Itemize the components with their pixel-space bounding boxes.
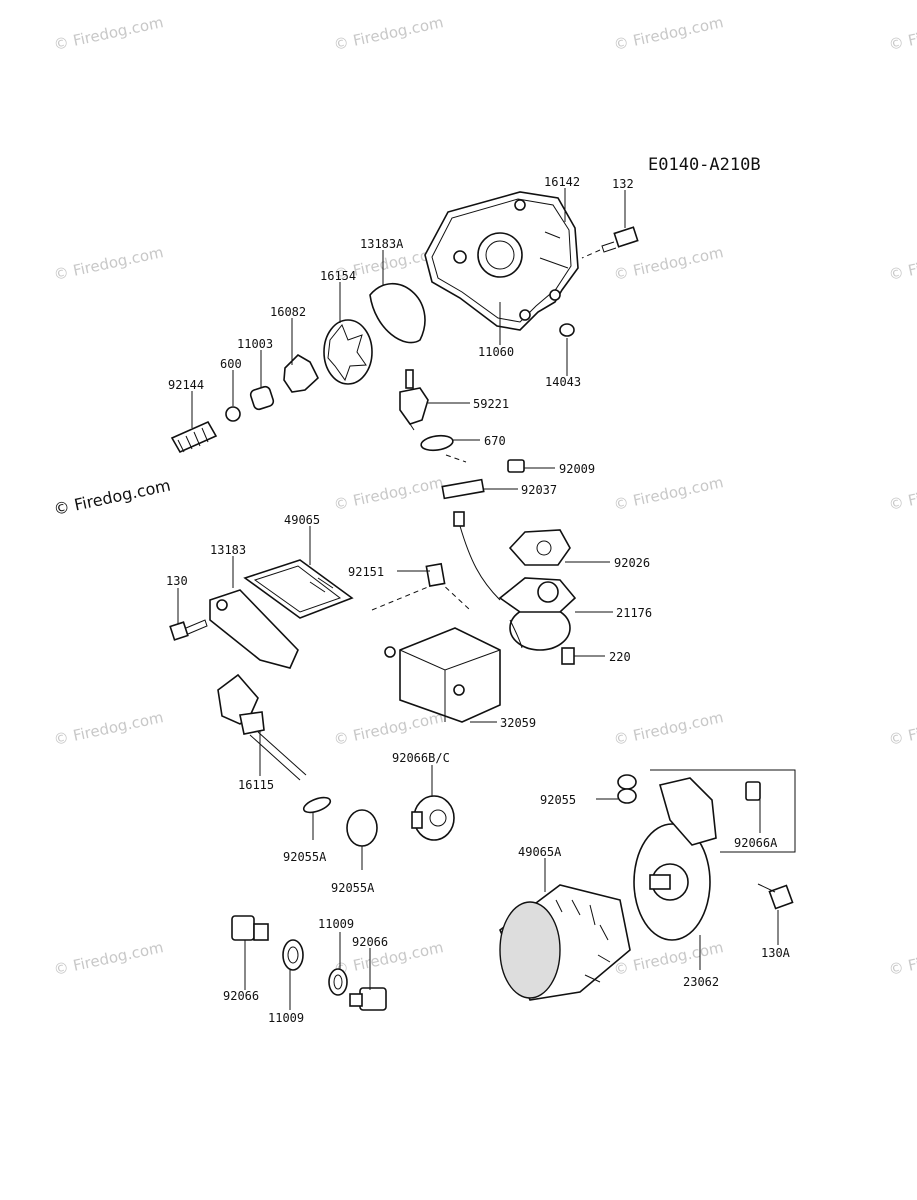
part-bolt-92151 [425, 562, 446, 587]
part-oring-670 [420, 434, 454, 452]
part-bolt-220 [561, 647, 575, 665]
part-cover-49065 [243, 559, 354, 619]
part-plug-14043 [559, 323, 575, 337]
label-670: 670 [484, 434, 506, 448]
label-14043: 14043 [545, 375, 581, 389]
watermark: © Firedog.com [887, 243, 917, 284]
watermark: © Firedog.com [612, 473, 725, 514]
watermark: © Firedog.com [612, 243, 725, 284]
label-16154: 16154 [320, 269, 356, 283]
watermark: © Firedog.com [887, 708, 917, 749]
part-bolt-130 [169, 619, 208, 641]
part-housing-23062 [633, 769, 796, 941]
label-13183: 13183 [210, 543, 246, 557]
part-washer-11009-right [328, 968, 348, 996]
part-plug-92066-right [349, 987, 387, 1011]
label-600: 600 [220, 357, 242, 371]
part-cover-16142 [424, 191, 579, 331]
part-rotor-16082 [283, 353, 319, 393]
label-92055A-1: 92055A [283, 850, 327, 864]
label-23062: 23062 [683, 975, 719, 989]
label-92144: 92144 [168, 378, 204, 392]
part-bolt-132 [581, 226, 639, 259]
label-11060: 11060 [478, 345, 514, 359]
diagram-code: E0140-A210B [648, 155, 761, 175]
label-11009-bottom: 11009 [268, 1011, 304, 1025]
part-labels: 16142 132 13183A 16154 16082 11003 600 9… [166, 175, 791, 1025]
label-130A: 130A [761, 946, 791, 960]
label-220: 220 [609, 650, 631, 664]
label-92151: 92151 [348, 565, 384, 579]
watermark-dark: © Firedog.com [52, 476, 172, 519]
part-bolt-130A [757, 883, 794, 910]
part-connector [453, 511, 501, 601]
watermark: © Firedog.com [332, 473, 445, 514]
part-oring-92055A-small [302, 796, 332, 814]
label-13183A: 13183A [360, 237, 404, 251]
part-sensor-21176 [498, 577, 577, 651]
label-16082: 16082 [270, 305, 306, 319]
label-92066-top: 92066 [352, 935, 388, 949]
part-spring-92144 [170, 420, 218, 454]
part-filter-49065A [499, 884, 631, 1001]
part-screw-92009 [507, 459, 525, 473]
label-16142: 16142 [544, 175, 580, 189]
label-49065A: 49065A [518, 845, 562, 859]
part-washer-11009-left [282, 939, 304, 971]
label-130: 130 [166, 574, 188, 588]
label-92055: 92055 [540, 793, 576, 807]
part-rotor-16154 [323, 319, 373, 385]
part-dipstick-16115 [217, 673, 307, 781]
label-21176: 21176 [616, 606, 652, 620]
part-bushing-11003 [249, 385, 275, 411]
watermark: © Firedog.com [332, 708, 445, 749]
label-132: 132 [612, 177, 634, 191]
part-ball-600 [225, 406, 241, 422]
watermark: © Firedog.com [887, 13, 917, 54]
label-92055A-2: 92055A [331, 881, 375, 895]
part-plate-13183 [209, 589, 299, 669]
part-clamp-92037 [441, 478, 485, 500]
label-11003: 11003 [237, 337, 273, 351]
watermark: © Firedog.com [887, 938, 917, 979]
part-switch-59221 [399, 369, 429, 431]
watermark: © Firedog.com [332, 938, 445, 979]
label-92066BC: 92066B/C [392, 751, 450, 765]
part-bracket-32059 [371, 581, 501, 723]
label-16115: 16115 [238, 778, 274, 792]
label-32059: 32059 [500, 716, 536, 730]
label-92037: 92037 [521, 483, 557, 497]
watermark: © Firedog.com [887, 473, 917, 514]
part-oring-92055A-large [346, 809, 378, 847]
watermark: © Firedog.com [52, 243, 165, 284]
label-92066-left: 92066 [223, 989, 259, 1003]
label-92026: 92026 [614, 556, 650, 570]
watermark: © Firedog.com [52, 938, 165, 979]
label-49065: 49065 [284, 513, 320, 527]
part-gasket-13183A [369, 282, 426, 344]
watermark-layer: © Firedog.com © Firedog.com © Firedog.co… [52, 13, 917, 979]
watermark: © Firedog.com [612, 708, 725, 749]
watermark: © Firedog.com [612, 13, 725, 54]
part-plug-92066-left [231, 915, 269, 941]
label-11009-top: 11009 [318, 917, 354, 931]
label-92009: 92009 [559, 462, 595, 476]
label-92066A: 92066A [734, 836, 778, 850]
part-bolt-92066A [745, 781, 761, 801]
watermark: © Firedog.com [52, 708, 165, 749]
part-oring-92055 [617, 774, 637, 804]
part-plug-92066BC [411, 795, 455, 841]
watermark: © Firedog.com [52, 13, 165, 54]
part-gasket-92026 [508, 529, 571, 566]
leader-lines [177, 188, 779, 1010]
watermark: © Firedog.com [332, 13, 445, 54]
label-59221: 59221 [473, 397, 509, 411]
